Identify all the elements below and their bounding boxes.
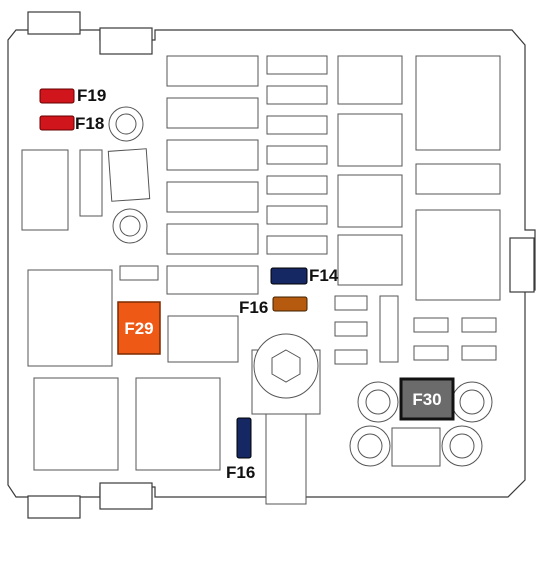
fuse-f18-body <box>39 115 75 131</box>
large-fuse-slots <box>166 55 259 295</box>
lower-left-blocks <box>27 265 239 471</box>
fuse-f16-upper: F16 <box>239 296 308 317</box>
fuse-f14-body <box>270 267 308 285</box>
fuse-f14-label: F14 <box>309 266 339 285</box>
fuse-f19-label: F19 <box>77 86 106 105</box>
fuse-f30-body <box>399 377 455 421</box>
mini-fuse-slots <box>266 55 328 255</box>
small-slot-group <box>334 295 497 365</box>
fuse-f19-body <box>39 88 75 104</box>
fuse-f29-body <box>117 301 161 355</box>
middle-relay-group <box>337 55 501 301</box>
fuse-f16-lower: F16 <box>226 417 255 482</box>
battery-terminal <box>251 333 321 505</box>
fuse-f16-lower-label: F16 <box>226 463 255 482</box>
fuse-f16-lower-body <box>236 417 252 459</box>
fuse-f29: F29 <box>117 301 161 355</box>
fuse-f30-label: F30 <box>412 390 441 409</box>
fuse-f29-label: F29 <box>124 319 153 338</box>
fuse-f19: F19 <box>39 86 106 105</box>
fuse-f18: F18 <box>39 114 104 133</box>
fuse-f14: F14 <box>270 266 339 285</box>
fuse-f16-upper-label: F16 <box>239 298 268 317</box>
fuse-f16-upper-body <box>272 296 308 312</box>
left-relay-group <box>21 106 151 244</box>
lower-right-relays <box>349 381 493 467</box>
fuse-f30: F30 <box>399 377 455 421</box>
fuse-f18-label: F18 <box>75 114 104 133</box>
